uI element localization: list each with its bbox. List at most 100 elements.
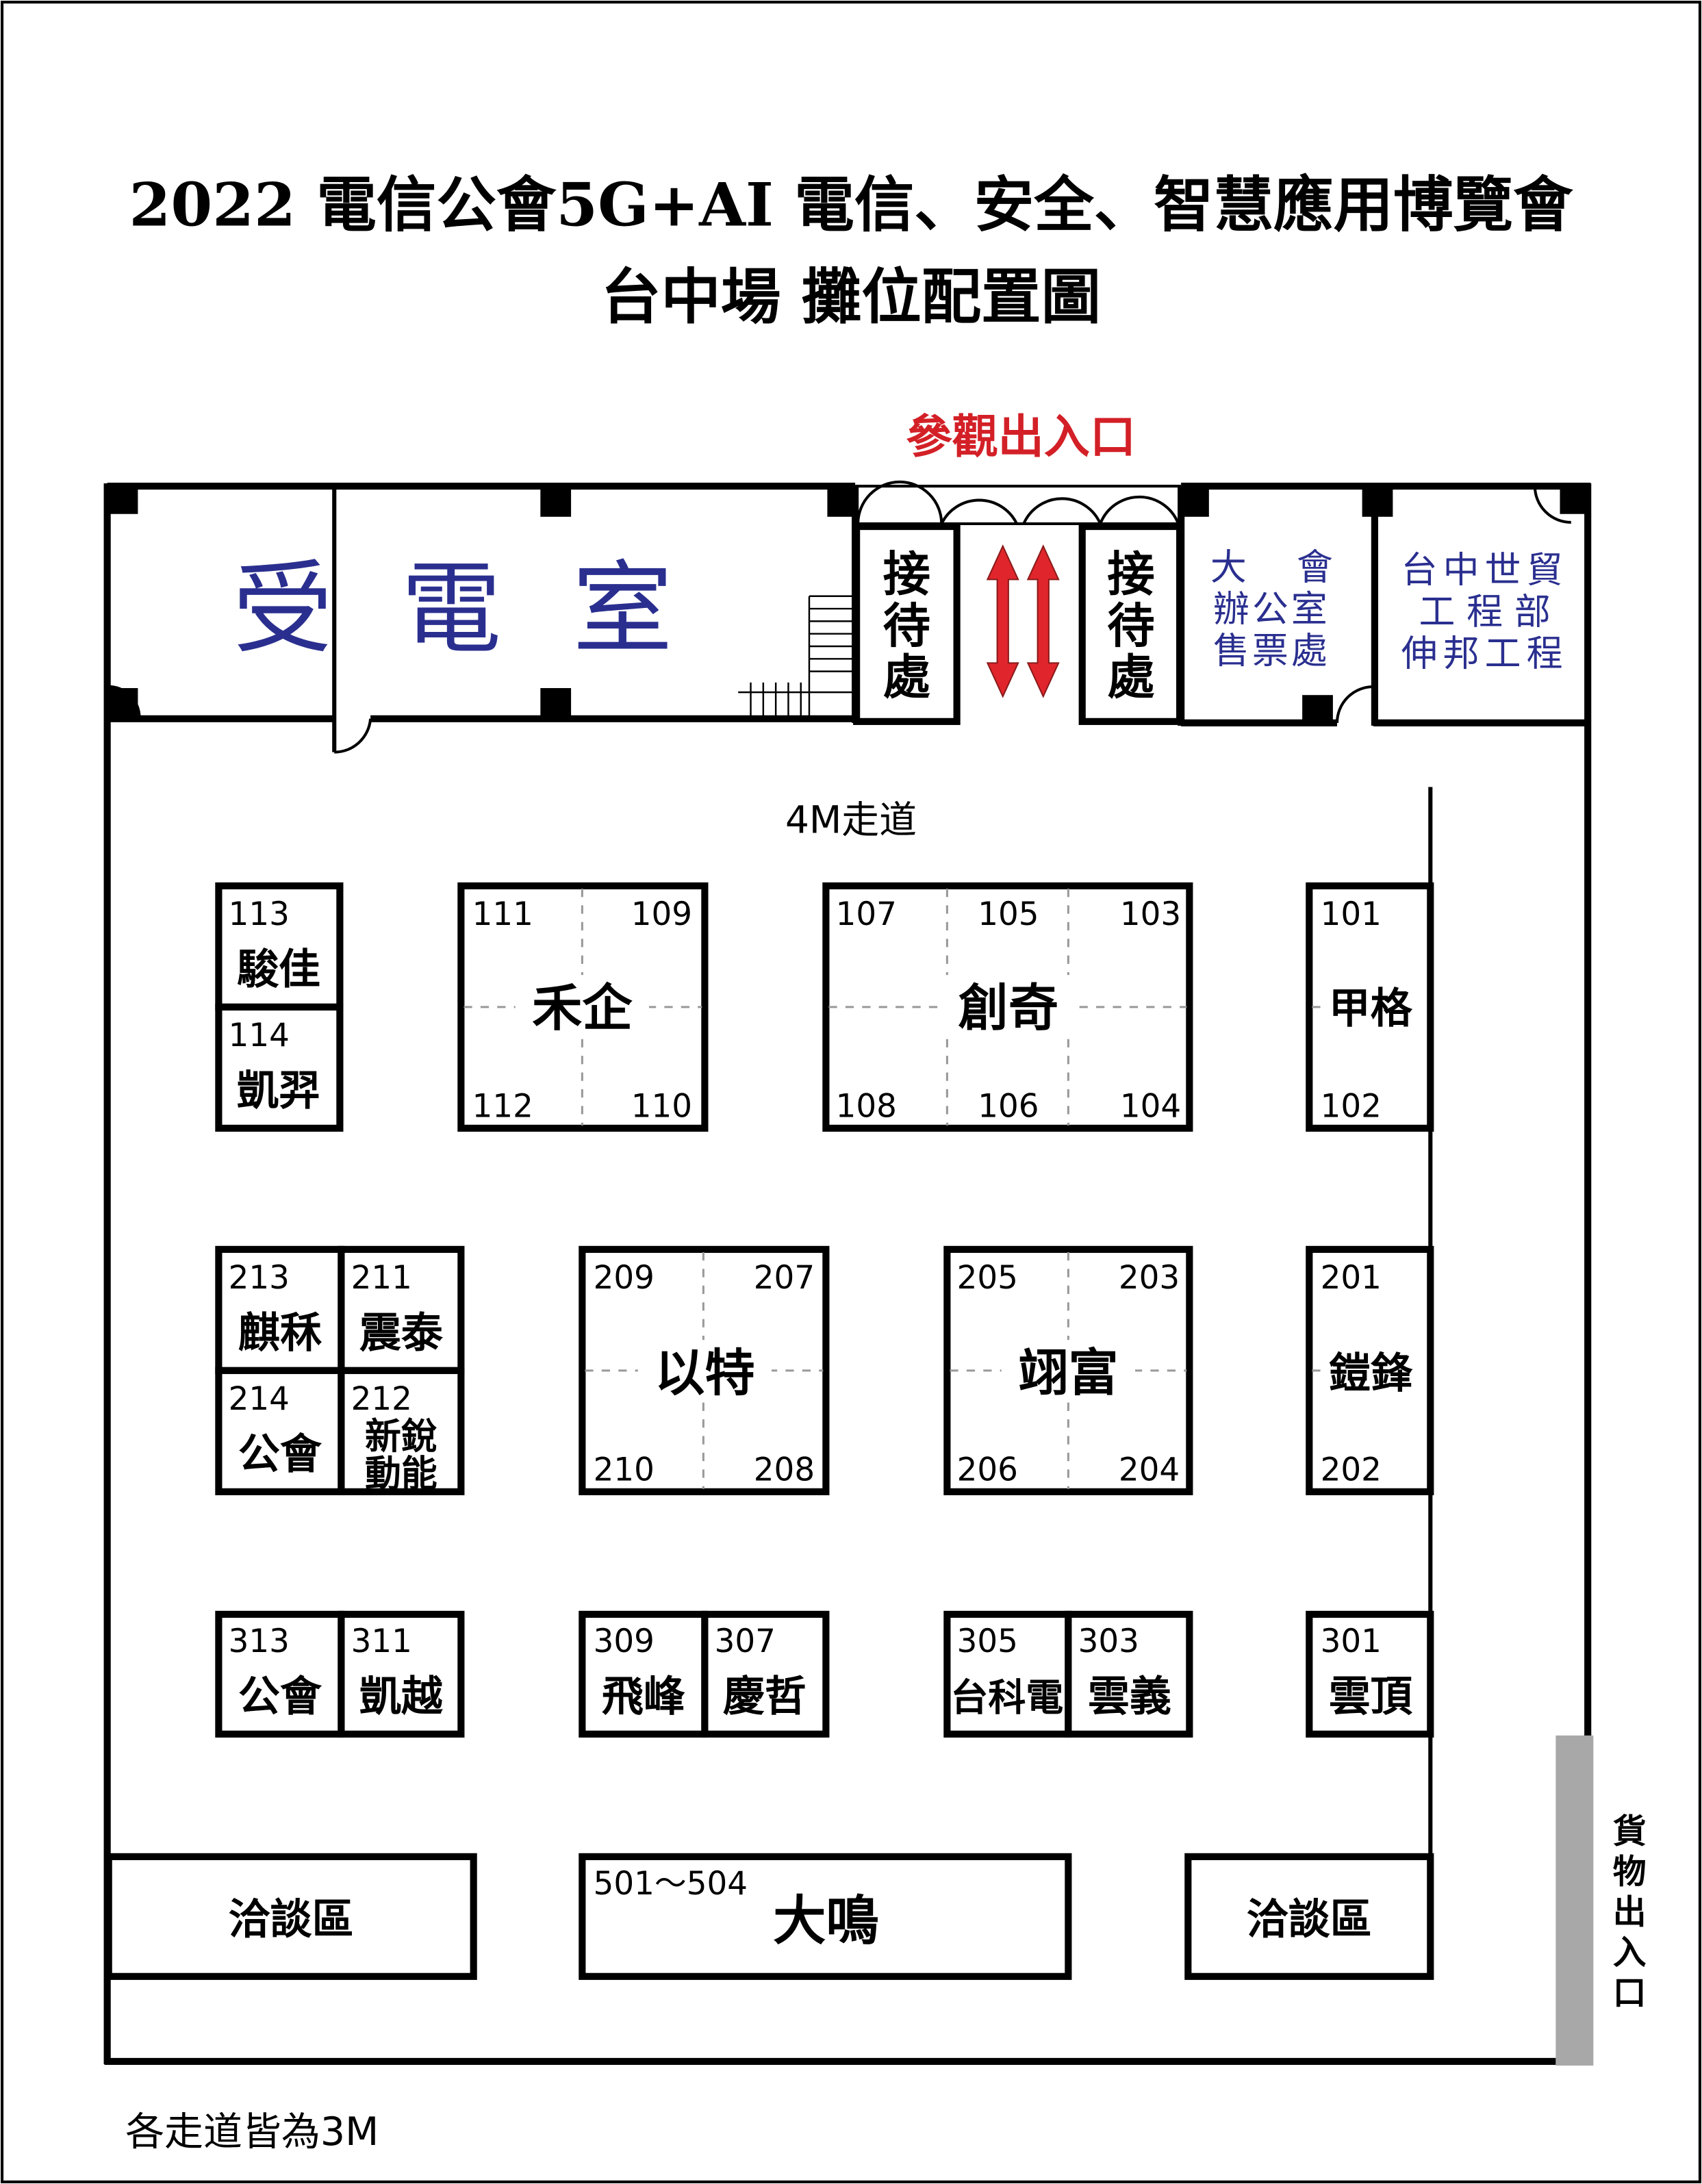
booth-311: 311 凱越 [338, 1610, 465, 1738]
booth-number: 204 [1119, 1452, 1180, 1489]
booth-number: 107 [836, 896, 897, 933]
booth-number: 104 [1120, 1089, 1181, 1126]
exhibitor-name: 震泰 [359, 1308, 444, 1357]
cargo-char: 入 [1613, 1933, 1647, 1972]
entrance-arrows [986, 544, 1060, 698]
aisle-label: 4M走道 [785, 798, 917, 842]
office-room: 大 會 辦公室 售票處 [1210, 546, 1333, 672]
cargo-char: 物 [1613, 1853, 1647, 1892]
booth-number: 206 [957, 1452, 1018, 1489]
booth-211: 211 震泰 [338, 1245, 465, 1374]
exhibitor-name: 公會 [238, 1672, 322, 1720]
booth-number: 203 [1119, 1260, 1180, 1297]
exhibitor-name: 翊富 [1018, 1344, 1118, 1402]
booth-number: 208 [754, 1452, 815, 1489]
exhibitor-name: 大鳴 [773, 1890, 879, 1952]
exhibitor-name: 凱越 [359, 1672, 444, 1720]
exhibitor-name: 以特 [655, 1344, 754, 1402]
exhibitor-name: 凱羿 [237, 1066, 320, 1115]
booth-103-108: 107 105 103 108 106 104 創奇 [822, 882, 1193, 1132]
exhibitor-name: 禾企 [532, 979, 633, 1037]
booth-number: 109 [631, 896, 692, 933]
cargo-entrance-label: 貨 物 出 入 口 [1613, 1812, 1647, 2013]
booth-number: 301 [1321, 1623, 1382, 1660]
booth-501-504: 501～504 大鳴 [579, 1853, 1072, 1980]
reception-right: 接 待 處 [1078, 522, 1184, 725]
booth-101-102: 101 102 甲格 [1306, 882, 1434, 1132]
entrance-label: 參觀出入口 [906, 410, 1136, 464]
reception-right-char-3: 處 [1107, 650, 1154, 705]
cargo-char: 出 [1613, 1893, 1647, 1932]
booth-number: 106 [978, 1089, 1039, 1126]
booth-number: 111 [472, 896, 533, 933]
booth-number: 211 [351, 1260, 412, 1297]
exhibitor-name: 飛峰 [602, 1672, 685, 1720]
reception-left: 接 待 處 [853, 522, 961, 725]
booth-number: 105 [978, 896, 1039, 933]
office-line-2: 辦公室 [1213, 588, 1330, 630]
booth-number: 207 [754, 1260, 815, 1297]
booth-307: 307 慶哲 [701, 1610, 830, 1738]
meeting-area-label: 洽談區 [229, 1895, 354, 1944]
booth-201-202: 201 202 鎧鋒 [1306, 1245, 1434, 1495]
cargo-char: 口 [1613, 1974, 1647, 2013]
booth-207-210: 209 207 210 208 以特 [579, 1245, 830, 1495]
booth-number: 103 [1120, 896, 1181, 933]
booth-number: 112 [472, 1089, 533, 1126]
page-subtitle: 台中場 攤位配置圖 [601, 262, 1101, 332]
booth-number: 209 [594, 1260, 655, 1297]
power-room: 受 電 室 [233, 550, 673, 668]
reception-right-char-2: 待 [1107, 599, 1154, 654]
booth-309: 309 飛峰 [579, 1610, 709, 1738]
booth-number: 201 [1321, 1260, 1382, 1297]
booth-number: 501～504 [594, 1866, 748, 1903]
booth-number: 313 [229, 1623, 290, 1660]
booth-number: 305 [957, 1623, 1018, 1660]
power-room-char-2: 電 [401, 550, 501, 668]
reception-right-char-1: 接 [1107, 548, 1154, 602]
cargo-char: 貨 [1613, 1812, 1647, 1851]
exhibitor-name-line-2: 動能 [365, 1453, 437, 1495]
booth-214: 214 公會 [215, 1367, 345, 1495]
exhibitor-name-line-1: 新銳 [365, 1416, 437, 1458]
exhibitor-name: 台科電 [950, 1675, 1063, 1719]
booth-number: 307 [715, 1623, 776, 1660]
engineering-room: 台中世貿 工 程 部 伸邦工程 [1401, 549, 1568, 674]
engineering-line-3: 伸邦工程 [1401, 633, 1568, 674]
booth-number: 311 [351, 1623, 412, 1660]
booth-113: 113 駿佳 [215, 882, 344, 1011]
booth-203-206: 205 203 206 204 翊富 [943, 1245, 1193, 1495]
office-char-hui: 會 [1297, 546, 1333, 588]
booth-number: 309 [594, 1623, 655, 1660]
reception-left-char-3: 處 [883, 650, 930, 705]
booth-number: 202 [1321, 1452, 1382, 1489]
booth-number: 303 [1078, 1623, 1139, 1660]
meeting-area-left: 洽談區 [105, 1853, 477, 1980]
booth-number: 213 [229, 1260, 290, 1297]
office-char-da: 大 [1210, 546, 1247, 588]
booth-number: 114 [229, 1017, 290, 1054]
exhibitor-name: 麒秝 [238, 1308, 322, 1357]
booth-305: 305 台科電 [943, 1610, 1072, 1738]
booth-number: 210 [594, 1452, 655, 1489]
booth-number: 214 [229, 1381, 290, 1418]
booth-number: 108 [836, 1089, 897, 1126]
booth-number: 113 [229, 896, 290, 933]
page-title: 2022 電信公會5G+AI 電信、安全、智慧應用博覽會 [129, 170, 1573, 240]
booth-number: 102 [1321, 1089, 1382, 1126]
exhibitor-name: 駿佳 [237, 945, 320, 993]
exhibitor-name: 公會 [238, 1430, 322, 1478]
booth-212: 212 新銳 動能 [338, 1367, 465, 1495]
booth-number: 205 [957, 1260, 1018, 1297]
exhibitor-name: 鎧鋒 [1329, 1349, 1413, 1397]
booth-313: 313 公會 [215, 1610, 345, 1738]
power-room-char-1: 受 [233, 550, 333, 668]
booth-number: 110 [631, 1089, 692, 1126]
footer-note: 各走道皆為3M [125, 2109, 379, 2155]
booth-114: 114 凱羿 [215, 1003, 344, 1132]
exhibitor-name: 創奇 [958, 979, 1058, 1037]
booth-303: 303 雲義 [1065, 1610, 1193, 1738]
meeting-area-label: 洽談區 [1247, 1895, 1372, 1944]
power-room-char-3: 室 [572, 550, 672, 668]
meeting-area-right: 洽談區 [1184, 1853, 1434, 1980]
